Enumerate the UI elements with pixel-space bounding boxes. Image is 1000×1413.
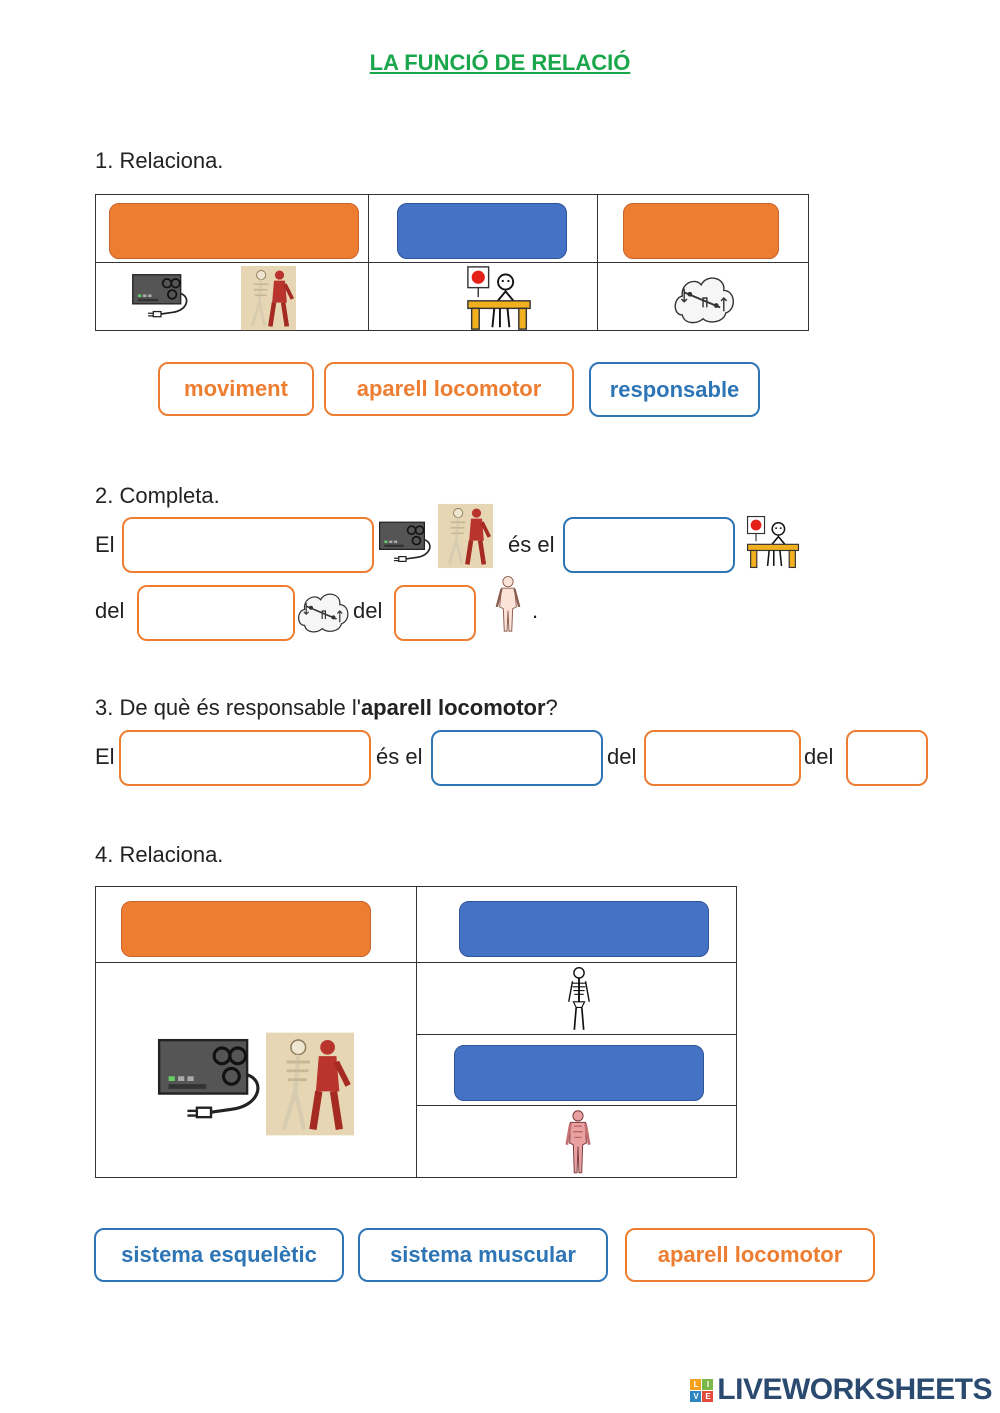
ex2-period: . bbox=[532, 598, 539, 623]
logo-letter: E bbox=[702, 1390, 714, 1402]
chip-aparell-locomotor-2[interactable]: aparell locomotor bbox=[625, 1228, 875, 1282]
ex1-cell-2 bbox=[368, 194, 598, 263]
logo-letter: V bbox=[690, 1390, 702, 1402]
logo-letter: I bbox=[702, 1378, 714, 1390]
ex3-word-es-el: és el bbox=[376, 744, 423, 769]
ex3-heading-pre: 3. De què és responsable l' bbox=[95, 695, 361, 720]
exercise-3-heading: 3. De què és responsable l'aparell locom… bbox=[95, 695, 558, 721]
movement-cloud-icon bbox=[295, 583, 351, 639]
ex3-answer-2[interactable] bbox=[431, 730, 603, 786]
liveworksheets-logo-icon: L I V E bbox=[690, 1378, 714, 1402]
ex4-drop-slot-2[interactable] bbox=[459, 901, 709, 957]
skeleton-icon bbox=[565, 963, 593, 1035]
ex4-cell-header-right bbox=[416, 886, 737, 963]
muscle-body-icon bbox=[564, 1106, 592, 1178]
locomotor-device-icon bbox=[156, 1033, 266, 1129]
ex1-image-cell-2 bbox=[368, 262, 598, 331]
ex1-drop-slot-3[interactable] bbox=[623, 203, 779, 259]
chip-sistema-esqueletic[interactable]: sistema esquelètic bbox=[94, 1228, 344, 1282]
ex4-cell-middle-right bbox=[416, 1034, 737, 1106]
anatomy-skeleton-muscle-icon bbox=[266, 1029, 354, 1139]
exercise-4-heading: 4. Relaciona. bbox=[95, 842, 224, 867]
ex3-answer-4[interactable] bbox=[846, 730, 928, 786]
ex1-cell-3 bbox=[597, 194, 809, 263]
ex2-answer-3[interactable] bbox=[137, 585, 295, 641]
anatomy-skeleton-muscle-icon bbox=[438, 503, 493, 569]
chip-responsable[interactable]: responsable bbox=[589, 362, 760, 417]
ex3-word-el: El bbox=[95, 744, 115, 769]
ex1-image-cell-3 bbox=[597, 262, 809, 331]
ex2-word-del-1: del bbox=[95, 598, 125, 623]
movement-cloud-icon bbox=[671, 267, 737, 329]
chip-aparell-locomotor[interactable]: aparell locomotor bbox=[324, 362, 574, 416]
ex2-answer-4[interactable] bbox=[394, 585, 476, 641]
ex2-word-del-2: del bbox=[353, 598, 383, 623]
ex1-image-cell-1 bbox=[95, 262, 369, 331]
ex1-drop-slot-2[interactable] bbox=[397, 203, 567, 259]
ex1-drop-slot-1[interactable] bbox=[109, 203, 359, 259]
exercise-1-heading: 1. Relaciona. bbox=[95, 148, 224, 173]
ex3-answer-1[interactable] bbox=[119, 730, 371, 786]
liveworksheets-brand: L I V E LIVEWORKSHEETS bbox=[690, 1373, 992, 1407]
worksheet-title: LA FUNCIÓ DE RELACIÓ bbox=[369, 50, 631, 75]
ex3-heading-post: ? bbox=[545, 695, 558, 720]
ex2-answer-1[interactable] bbox=[122, 517, 374, 573]
responsible-person-desk-icon bbox=[746, 515, 800, 569]
locomotor-device-icon bbox=[378, 518, 434, 568]
ex4-drop-slot-3[interactable] bbox=[454, 1045, 704, 1101]
ex2-answer-2[interactable] bbox=[563, 517, 735, 573]
ex3-word-del-1: del bbox=[607, 744, 637, 769]
ex4-drop-slot-1[interactable] bbox=[121, 901, 371, 957]
ex4-skeleton-cell bbox=[416, 962, 737, 1035]
ex2-word-el: El bbox=[95, 532, 115, 557]
brand-name: LIVEWORKSHEETS bbox=[717, 1373, 992, 1406]
ex4-muscle-cell bbox=[416, 1105, 737, 1178]
ex4-image-cell-left bbox=[95, 962, 417, 1178]
ex3-answer-3[interactable] bbox=[644, 730, 801, 786]
responsible-person-desk-icon bbox=[466, 265, 532, 331]
exercise-4-table bbox=[95, 886, 737, 1178]
exercise-1-table bbox=[95, 194, 809, 331]
ex3-heading-bold: aparell locomotor bbox=[360, 695, 546, 720]
human-body-icon bbox=[494, 575, 522, 635]
locomotor-device-icon bbox=[131, 269, 191, 325]
exercise-2-heading: 2. Completa. bbox=[95, 483, 220, 508]
logo-letter: L bbox=[690, 1378, 702, 1390]
ex4-cell-header-left bbox=[95, 886, 417, 963]
ex3-word-del-2: del bbox=[804, 744, 834, 769]
ex1-cell-1 bbox=[95, 194, 369, 263]
chip-moviment[interactable]: moviment bbox=[158, 362, 314, 416]
anatomy-skeleton-muscle-icon bbox=[241, 265, 296, 331]
ex2-word-es-el: és el bbox=[508, 532, 555, 557]
chip-sistema-muscular[interactable]: sistema muscular bbox=[358, 1228, 608, 1282]
